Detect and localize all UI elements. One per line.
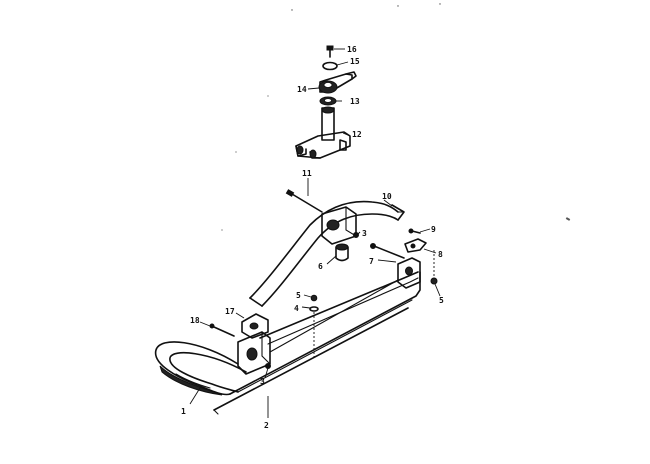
- callout-16: 16: [347, 45, 357, 54]
- callout-3-upper: 3: [362, 229, 367, 238]
- callout-2: 2: [264, 421, 269, 430]
- assembly-guide-lines: [313, 250, 435, 360]
- part-3-bolt-lower: [265, 363, 271, 369]
- part-5-nut-right: [430, 277, 438, 285]
- callout-5-right: 5: [439, 296, 444, 305]
- part-16-bolt: [326, 45, 334, 58]
- spindle-assembly: [295, 45, 357, 159]
- callout-13: 13: [350, 97, 360, 106]
- part-8-bracket: [404, 238, 427, 253]
- callout-5-middle: 5: [296, 291, 301, 300]
- callout-11: 11: [302, 169, 312, 178]
- part-7-bolt: [370, 243, 405, 259]
- callout-4: 4: [294, 304, 299, 313]
- part-2-wear-rod: [213, 307, 409, 415]
- callout-1: 1: [181, 407, 186, 416]
- callout-3-lower: 3: [260, 377, 265, 386]
- callout-6: 6: [318, 262, 323, 271]
- part-1-ski: [154, 257, 421, 396]
- callout-labels: 1 2 3 3 4 5 5 6 7 8 9 10 11 12 13 14 15 …: [181, 45, 444, 430]
- callout-7: 7: [369, 257, 374, 266]
- part-10-spring: [249, 200, 405, 307]
- callout-15: 15: [350, 57, 360, 66]
- callout-17: 17: [225, 307, 235, 316]
- part-6-bumper: [335, 243, 349, 262]
- saddle-bracket: [321, 206, 357, 245]
- callout-10: 10: [382, 192, 392, 201]
- part-3-bolt-upper: [353, 232, 359, 238]
- callout-9: 9: [431, 225, 436, 234]
- part-12-spindle-housing: [295, 106, 351, 159]
- part-9-bolt: [408, 228, 421, 234]
- part-17-bracket: [241, 313, 269, 339]
- part-5-nut-middle: [310, 294, 318, 302]
- part-4-washer: [309, 306, 319, 312]
- part-15-washer: [322, 61, 338, 71]
- part-11-long-bolt: [285, 189, 323, 213]
- part-14-steering-arm: [318, 71, 357, 94]
- scan-specks: [221, 3, 571, 231]
- part-18-bolt: [209, 323, 235, 337]
- part-13-lock-washer: [319, 96, 337, 106]
- callout-12: 12: [352, 130, 362, 139]
- callout-18: 18: [190, 316, 200, 325]
- callout-8: 8: [438, 250, 443, 259]
- callout-14: 14: [297, 85, 307, 94]
- leader-lines: [189, 48, 441, 418]
